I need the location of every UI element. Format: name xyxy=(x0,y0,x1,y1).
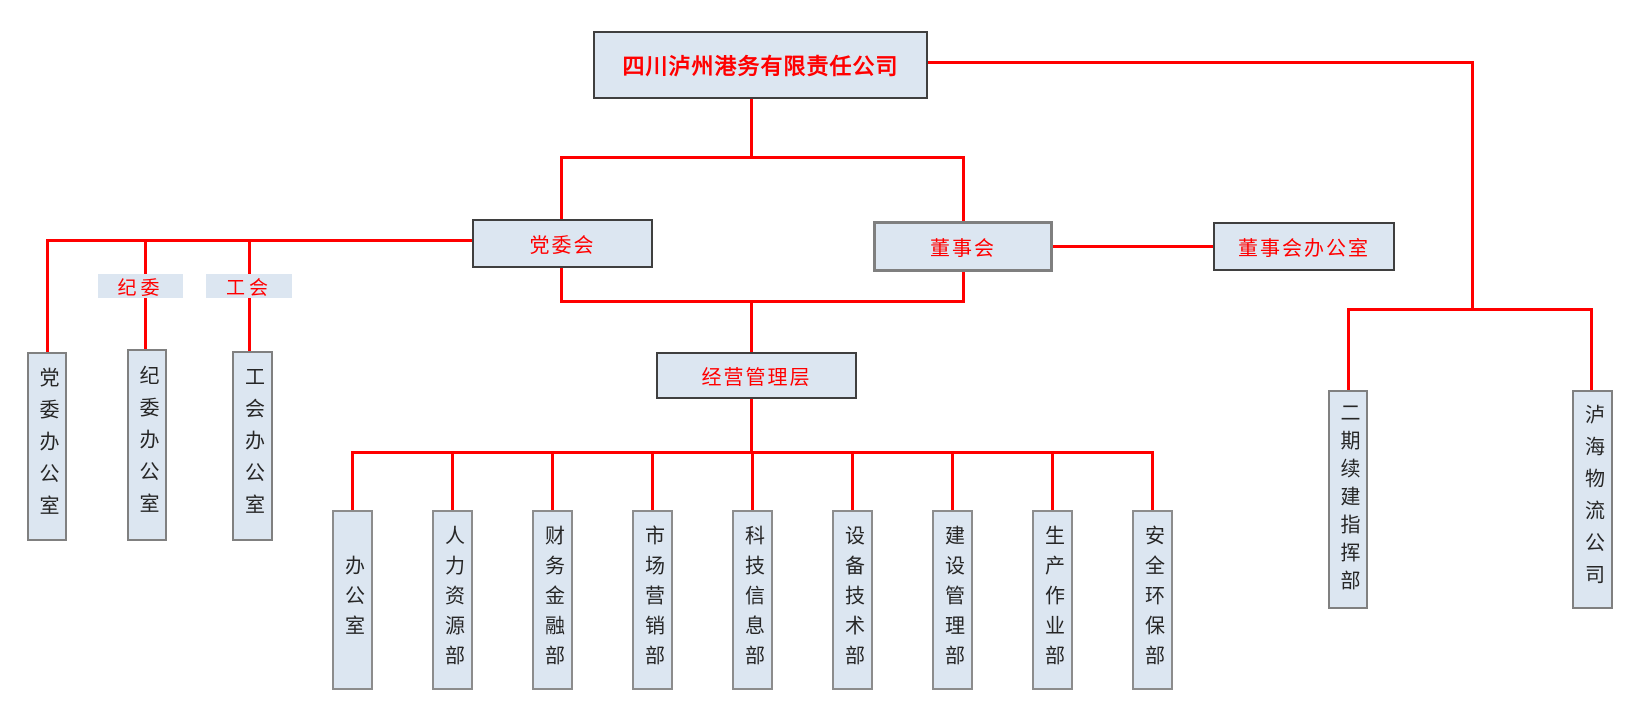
node-dept-general-office: 办公室 xyxy=(332,510,373,690)
node-company-label: 四川泸州港务有限责任公司 xyxy=(622,54,899,79)
node-board-label: 董事会 xyxy=(930,238,996,260)
node-dept-equipment: 设备技术部 xyxy=(832,510,873,690)
connector-line xyxy=(750,99,753,159)
connector-line xyxy=(560,300,965,303)
node-union-tag-label: 工会 xyxy=(225,277,272,299)
node-party-committee-label: 党委会 xyxy=(529,235,596,257)
connector-line xyxy=(560,267,563,303)
node-discipline-office-label: 纪委办公室 xyxy=(136,365,158,525)
connector-line xyxy=(951,451,954,510)
node-dept-label: 市场营销部 xyxy=(641,525,664,675)
connector-line xyxy=(1053,245,1213,248)
node-party-office-label: 党委办公室 xyxy=(36,366,58,527)
node-dept-safety-env: 安全环保部 xyxy=(1132,510,1173,690)
connector-line xyxy=(928,61,1474,64)
node-dept-label: 生产作业部 xyxy=(1041,525,1064,675)
node-dept-construction: 建设管理部 xyxy=(932,510,973,690)
node-discipline-office: 纪委办公室 xyxy=(127,349,167,541)
connector-line xyxy=(560,156,965,159)
connector-line xyxy=(962,270,965,303)
node-dept-label: 办公室 xyxy=(341,555,364,645)
connector-line xyxy=(46,239,473,242)
connector-line xyxy=(1471,61,1474,311)
node-party-office: 党委办公室 xyxy=(27,352,67,541)
connector-line xyxy=(750,300,753,352)
connector-line xyxy=(451,451,454,510)
node-dept-label: 建设管理部 xyxy=(941,525,964,675)
node-management: 经营管理层 xyxy=(656,352,857,399)
connector-line xyxy=(1590,308,1593,390)
node-phase2-hq: 二期续建指挥部 xyxy=(1328,390,1368,609)
node-company: 四川泸州港务有限责任公司 xyxy=(593,31,928,99)
node-party-committee: 党委会 xyxy=(472,219,653,268)
connector-line xyxy=(751,451,754,510)
node-luhai-logistics-label: 泸海物流公司 xyxy=(1581,403,1604,596)
connector-line xyxy=(651,451,654,510)
connector-line xyxy=(750,399,753,454)
node-union-tag: 工会 xyxy=(206,274,292,299)
node-dept-finance: 财务金融部 xyxy=(532,510,573,690)
node-dept-production: 生产作业部 xyxy=(1032,510,1073,690)
node-management-label: 经营管理层 xyxy=(701,367,812,389)
node-board: 董事会 xyxy=(873,221,1053,272)
node-discipline-tag-label: 纪委 xyxy=(117,277,164,299)
node-dept-label: 人力资源部 xyxy=(441,525,464,675)
node-dept-label: 安全环保部 xyxy=(1141,525,1164,675)
connector-line xyxy=(962,156,965,222)
node-luhai-logistics: 泸海物流公司 xyxy=(1572,390,1613,609)
node-dept-label: 设备技术部 xyxy=(841,525,864,675)
node-dept-human-resources: 人力资源部 xyxy=(432,510,473,690)
node-board-office-label: 董事会办公室 xyxy=(1238,238,1370,260)
node-dept-label: 财务金融部 xyxy=(541,525,564,675)
node-dept-tech-info: 科技信息部 xyxy=(732,510,773,690)
connector-line xyxy=(851,451,854,510)
connector-line xyxy=(551,451,554,510)
node-dept-marketing: 市场营销部 xyxy=(632,510,673,690)
connector-line xyxy=(351,451,354,510)
node-union-office: 工会办公室 xyxy=(232,351,273,541)
connector-line xyxy=(1151,451,1154,510)
node-board-office: 董事会办公室 xyxy=(1213,222,1395,271)
node-phase2-hq-label: 二期续建指挥部 xyxy=(1337,401,1359,598)
connector-line xyxy=(1347,308,1593,311)
connector-line xyxy=(1347,308,1350,390)
connector-line xyxy=(560,156,563,219)
node-discipline-tag: 纪委 xyxy=(98,274,183,299)
node-dept-label: 科技信息部 xyxy=(741,525,764,675)
connector-line xyxy=(46,239,49,352)
node-union-office-label: 工会办公室 xyxy=(241,366,264,526)
connector-line xyxy=(1051,451,1054,510)
